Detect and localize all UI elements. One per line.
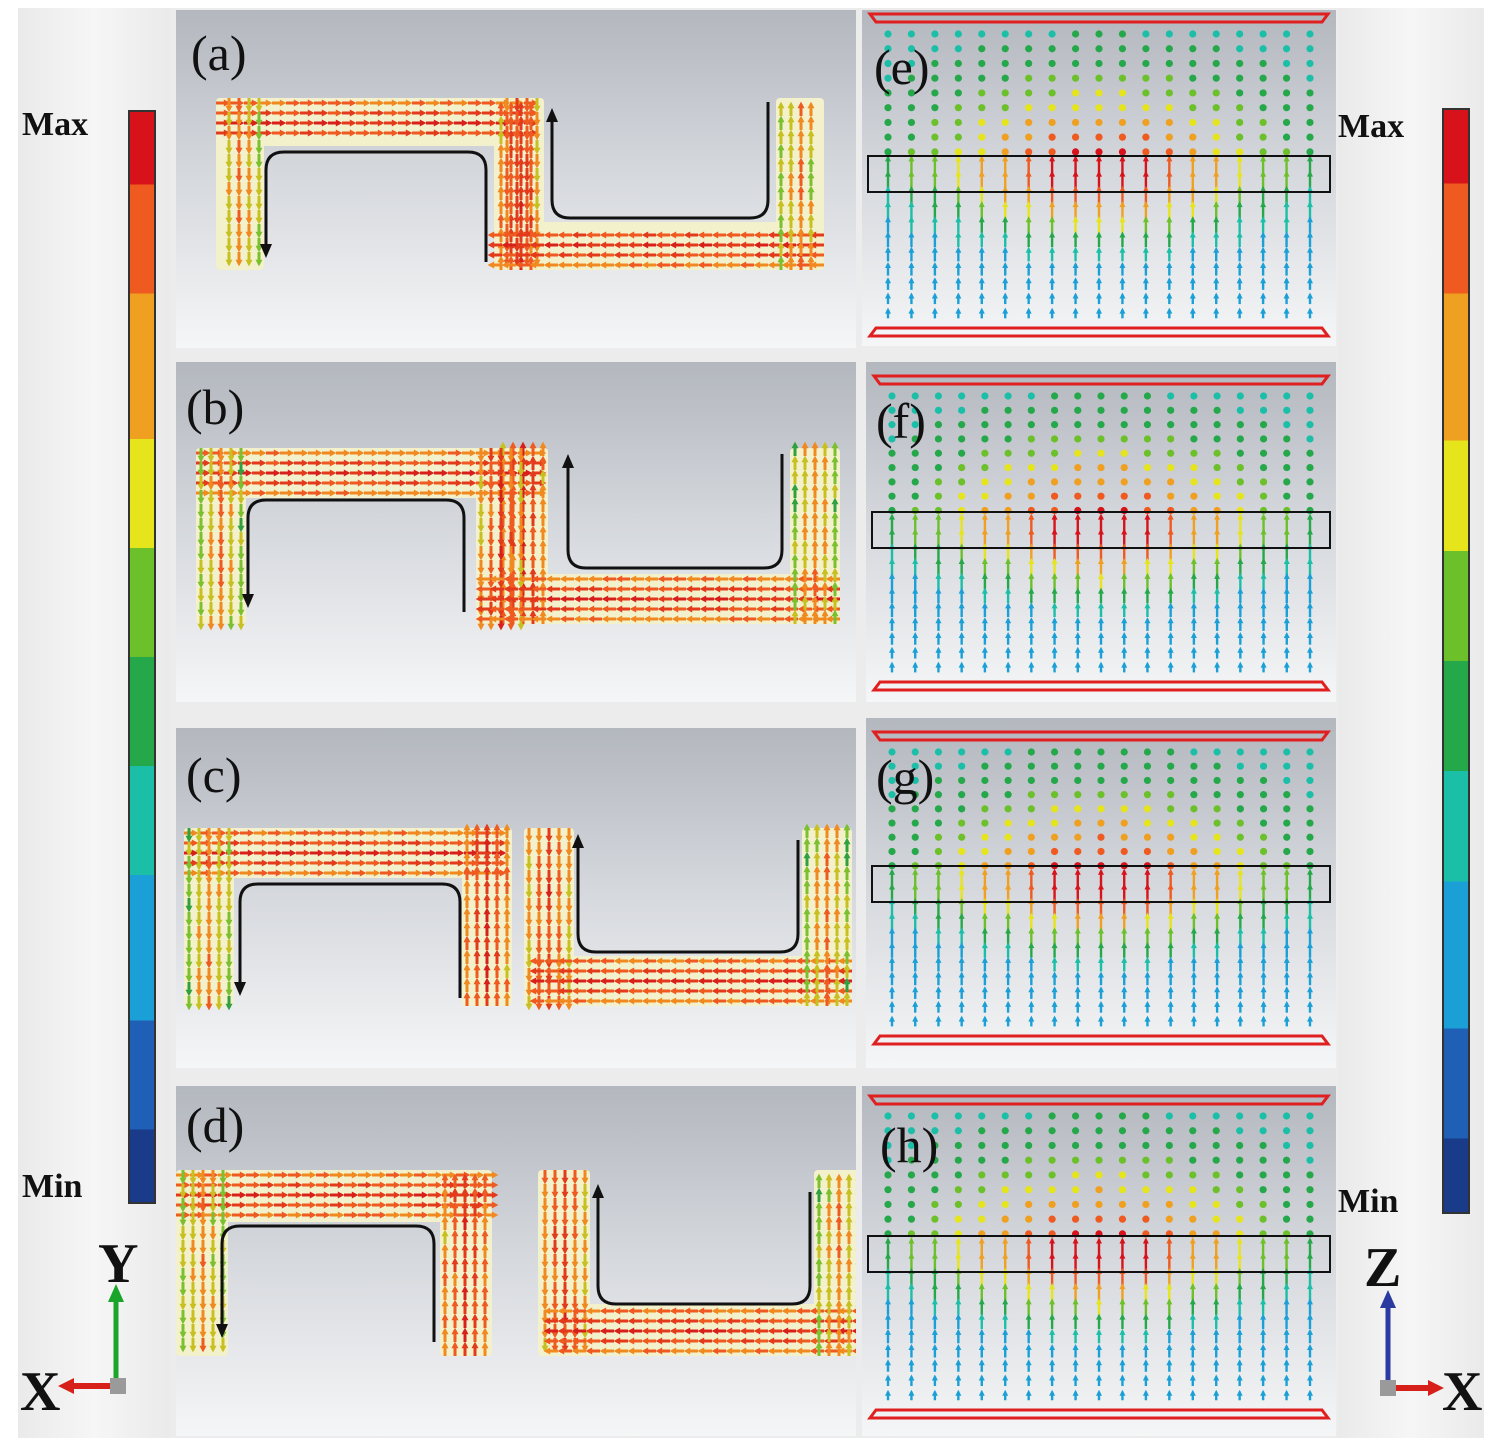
axis-label-y: Y [98, 1236, 138, 1292]
surface-current-plot-d [176, 1086, 856, 1436]
panel-a: (a) [176, 10, 856, 348]
colorbar-left-min: Min [22, 1170, 82, 1204]
axis-label-x-right: X [1442, 1364, 1482, 1420]
colorbar-left-max: Max [22, 108, 88, 142]
panel-h: (h) [862, 1086, 1336, 1436]
axis-label-x-left: X [20, 1364, 60, 1420]
panel-label-h: (h) [880, 1120, 938, 1170]
field-distribution-plot-g [866, 718, 1336, 1068]
surface-current-plot-c [176, 728, 856, 1068]
panel-e: (e) [862, 10, 1336, 346]
colorbar-right [1442, 108, 1470, 1214]
colorbar-right-max: Max [1338, 110, 1404, 144]
panel-d: (d) [176, 1086, 856, 1436]
panel-label-a: (a) [191, 28, 247, 78]
panel-c: (c) [176, 728, 856, 1068]
field-distribution-plot-e [862, 10, 1336, 346]
panel-f: (f) [866, 362, 1336, 702]
colorbar-left [128, 110, 156, 1204]
axes-arrows-right [1370, 1284, 1450, 1404]
panel-label-e: (e) [874, 42, 930, 92]
panel-label-d: (d) [186, 1100, 244, 1150]
panel-label-b: (b) [186, 382, 244, 432]
field-distribution-plot-f [866, 362, 1336, 702]
colorbar-right-min: Min [1338, 1185, 1398, 1219]
panel-g: (g) [866, 718, 1336, 1068]
surface-current-plot-b [176, 362, 856, 702]
panel-label-g: (g) [876, 752, 934, 802]
axis-label-z: Z [1364, 1240, 1401, 1296]
panel-label-f: (f) [876, 396, 926, 446]
panel-b: (b) [176, 362, 856, 702]
surface-current-plot-a [176, 10, 856, 348]
panel-label-c: (c) [186, 750, 242, 800]
